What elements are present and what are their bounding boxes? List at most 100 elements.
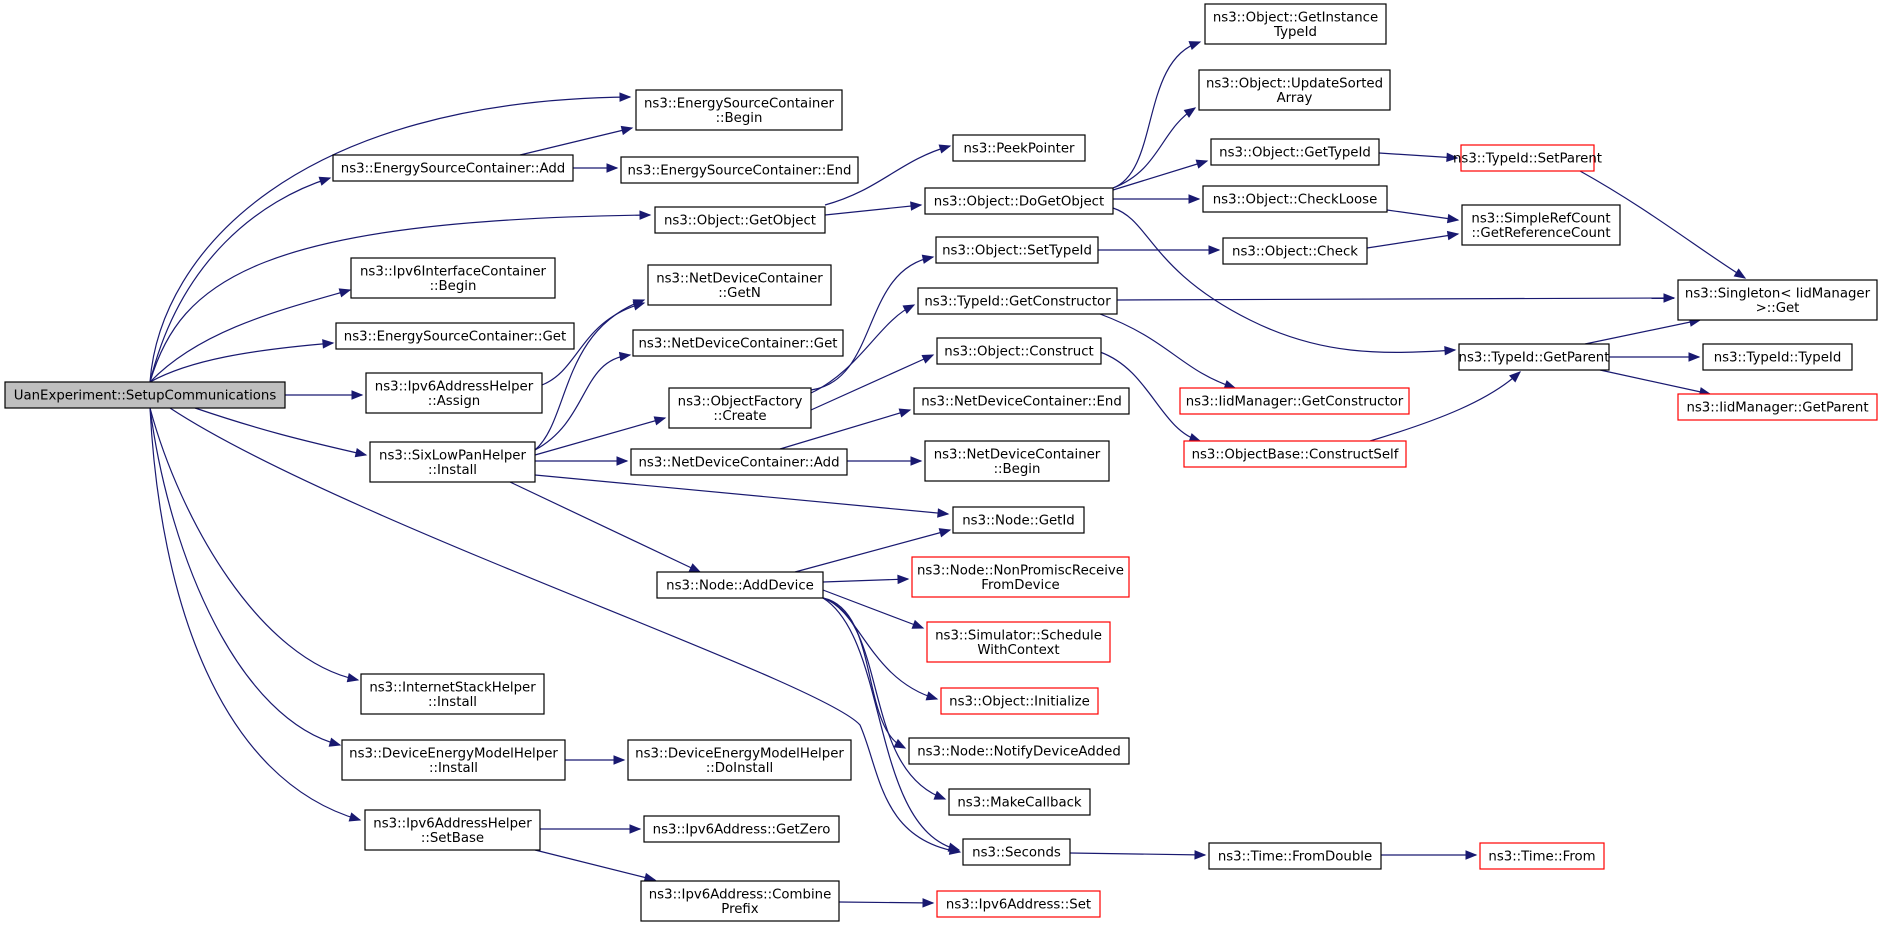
edge-arrowhead <box>922 898 935 908</box>
node-makeCallback[interactable]: ns3::MakeCallback <box>948 788 1091 816</box>
edge-root-to-sixlowpan <box>194 407 368 458</box>
node-escEnd[interactable]: ns3::EnergySourceContainer::End <box>620 156 859 184</box>
node-box <box>360 673 545 715</box>
node-ipv6GetZero[interactable]: ns3::Ipv6Address::GetZero <box>643 815 840 843</box>
node-ndcBegin[interactable]: ns3::NetDeviceContainer::Begin <box>924 440 1110 482</box>
node-srcGetRefCount[interactable]: ns3::SimpleRefCount::GetReferenceCount <box>1461 204 1621 246</box>
node-ndcEnd[interactable]: ns3::NetDeviceContainer::End <box>913 387 1130 415</box>
node-escGet[interactable]: ns3::EnergySourceContainer::Get <box>335 322 575 350</box>
node-objSetTypeId[interactable]: ns3::Object::SetTypeId <box>935 236 1099 264</box>
edge-line <box>824 204 922 216</box>
node-nodeNotify[interactable]: ns3::Node::NotifyDeviceAdded <box>908 737 1130 765</box>
node-label: ns3::SixLowPanHelper <box>379 448 526 463</box>
edge-line <box>1599 369 1711 395</box>
edge-objGetTypeId-to-tidSetParent <box>1378 152 1459 163</box>
node-doGetObject[interactable]: ns3::Object::DoGetObject <box>924 187 1114 215</box>
node-ipv6ahAssign[interactable]: ns3::Ipv6AddressHelper::Assign <box>365 372 543 414</box>
node-ipv6icBegin[interactable]: ns3::Ipv6InterfaceContainer::Begin <box>350 257 556 299</box>
node-tidGetParent[interactable]: ns3::TypeId::GetParent <box>1458 343 1610 371</box>
node-timeFrom[interactable]: ns3::Time::From <box>1479 842 1605 870</box>
edge-root-to-ipv6ahSetBase <box>149 407 362 822</box>
edge-arrowhead <box>910 456 923 466</box>
edge-arrowhead <box>937 508 950 518</box>
node-label: Array <box>1277 91 1313 106</box>
edge-line <box>169 407 961 853</box>
edge-arrowhead <box>629 824 642 834</box>
node-internetStack[interactable]: ns3::InternetStackHelper::Install <box>360 673 545 715</box>
node-label: ::SetBase <box>421 831 484 846</box>
node-escBegin[interactable]: ns3::EnergySourceContainer::Begin <box>635 89 843 131</box>
edge-nodeAddDevice-to-nodeNonPromisc <box>822 574 910 585</box>
node-label: ns3::NetDeviceContainer::Get <box>639 337 838 352</box>
edge-line <box>810 304 915 394</box>
node-box <box>936 337 1102 365</box>
edge-arrowhead <box>1223 380 1237 390</box>
node-tidTypeId[interactable]: ns3::TypeId::TypeId <box>1702 343 1853 371</box>
node-iidGetParent[interactable]: ns3::IidManager::GetParent <box>1677 393 1878 421</box>
node-nodeGetId[interactable]: ns3::Node::GetId <box>952 506 1085 534</box>
node-box <box>1210 138 1380 166</box>
node-label: ns3::Object::SetTypeId <box>942 244 1092 259</box>
edge-line <box>149 407 359 681</box>
node-peekPointer[interactable]: ns3::PeekPointer <box>952 134 1086 162</box>
node-box <box>668 387 812 429</box>
edge-tidGetConstructor-to-singletonGet <box>1116 293 1676 303</box>
node-box <box>940 687 1099 715</box>
node-ofCreate[interactable]: ns3::ObjectFactory::Create <box>668 387 812 429</box>
edge-root-to-escAdd <box>149 176 332 383</box>
node-ipv6Set[interactable]: ns3::Ipv6Address::Set <box>936 890 1101 918</box>
node-ipv6ahSetBase[interactable]: ns3::Ipv6AddressHelper::SetBase <box>364 809 541 851</box>
node-box <box>369 441 536 483</box>
node-ndcGetN[interactable]: ns3::NetDeviceContainer::GetN <box>647 264 832 306</box>
node-label: ns3::NetDeviceContainer::Add <box>638 456 839 471</box>
edge-sixlowpan-to-ofCreate <box>534 416 667 456</box>
node-box <box>1202 185 1388 213</box>
node-objCheck[interactable]: ns3::Object::Check <box>1222 237 1368 265</box>
node-objInitialize[interactable]: ns3::Object::Initialize <box>940 687 1099 715</box>
edge-line <box>822 597 946 800</box>
node-objGetTypeId[interactable]: ns3::Object::GetTypeId <box>1210 138 1380 166</box>
node-label: ns3::Time::From <box>1488 850 1595 865</box>
edge-root-to-demhInstall <box>149 407 342 747</box>
node-demhInstall[interactable]: ns3::DeviceEnergyModelHelper::Install <box>341 739 566 781</box>
edge-objGetObject-to-doGetObject <box>824 201 923 216</box>
node-label: ::Assign <box>428 394 480 409</box>
node-label: >::Get <box>1756 301 1800 316</box>
node-iidGetConstructor[interactable]: ns3::IidManager::GetConstructor <box>1179 387 1410 415</box>
edge-arrowhead <box>1465 850 1478 860</box>
node-demhDoInstall[interactable]: ns3::DeviceEnergyModelHelper::DoInstall <box>627 739 852 781</box>
node-obConstructSelf[interactable]: ns3::ObjectBase::ConstructSelf <box>1183 440 1407 468</box>
edge-line <box>822 597 906 749</box>
node-root[interactable]: UanExperiment::SetupCommunications <box>4 381 286 409</box>
node-label: ::Install <box>429 761 478 776</box>
node-ndcGet[interactable]: ns3::NetDeviceContainer::Get <box>632 329 844 357</box>
node-objConstruct[interactable]: ns3::Object::Construct <box>936 337 1102 365</box>
edge-arrowhead <box>911 619 925 629</box>
node-objGetObject[interactable]: ns3::Object::GetObject <box>654 206 826 234</box>
edge-arrowhead <box>933 790 947 800</box>
node-seconds[interactable]: ns3::Seconds <box>962 838 1071 866</box>
node-label: ns3::Object::UpdateSorted <box>1206 76 1383 91</box>
node-timeFromDouble[interactable]: ns3::Time::FromDouble <box>1208 842 1382 870</box>
node-label: ns3::PeekPointer <box>963 142 1075 157</box>
node-singletonGet[interactable]: ns3::Singleton< IidManager>::Get <box>1677 279 1878 321</box>
edge-tidGetParent-to-singletonGet <box>1584 317 1702 345</box>
node-objCheckLoose[interactable]: ns3::Object::CheckLoose <box>1202 185 1388 213</box>
node-label: ns3::Object::CheckLoose <box>1213 193 1378 208</box>
node-label: ns3::NetDeviceContainer <box>656 271 823 286</box>
node-tidGetConstructor[interactable]: ns3::TypeId::GetConstructor <box>917 287 1118 315</box>
node-nodeAddDevice[interactable]: ns3::Node::AddDevice <box>656 571 824 599</box>
node-tidSetParent[interactable]: ns3::TypeId::SetParent <box>1453 144 1602 172</box>
node-ndcAdd[interactable]: ns3::NetDeviceContainer::Add <box>630 448 848 476</box>
node-escAdd[interactable]: ns3::EnergySourceContainer::Add <box>332 154 574 182</box>
edge-line <box>838 901 934 904</box>
edge-root-to-ipv6icBegin <box>149 288 352 383</box>
node-box <box>1460 144 1595 172</box>
node-label: ::Begin <box>716 111 763 126</box>
node-sixlowpan[interactable]: ns3::SixLowPanHelper::Install <box>369 441 536 483</box>
